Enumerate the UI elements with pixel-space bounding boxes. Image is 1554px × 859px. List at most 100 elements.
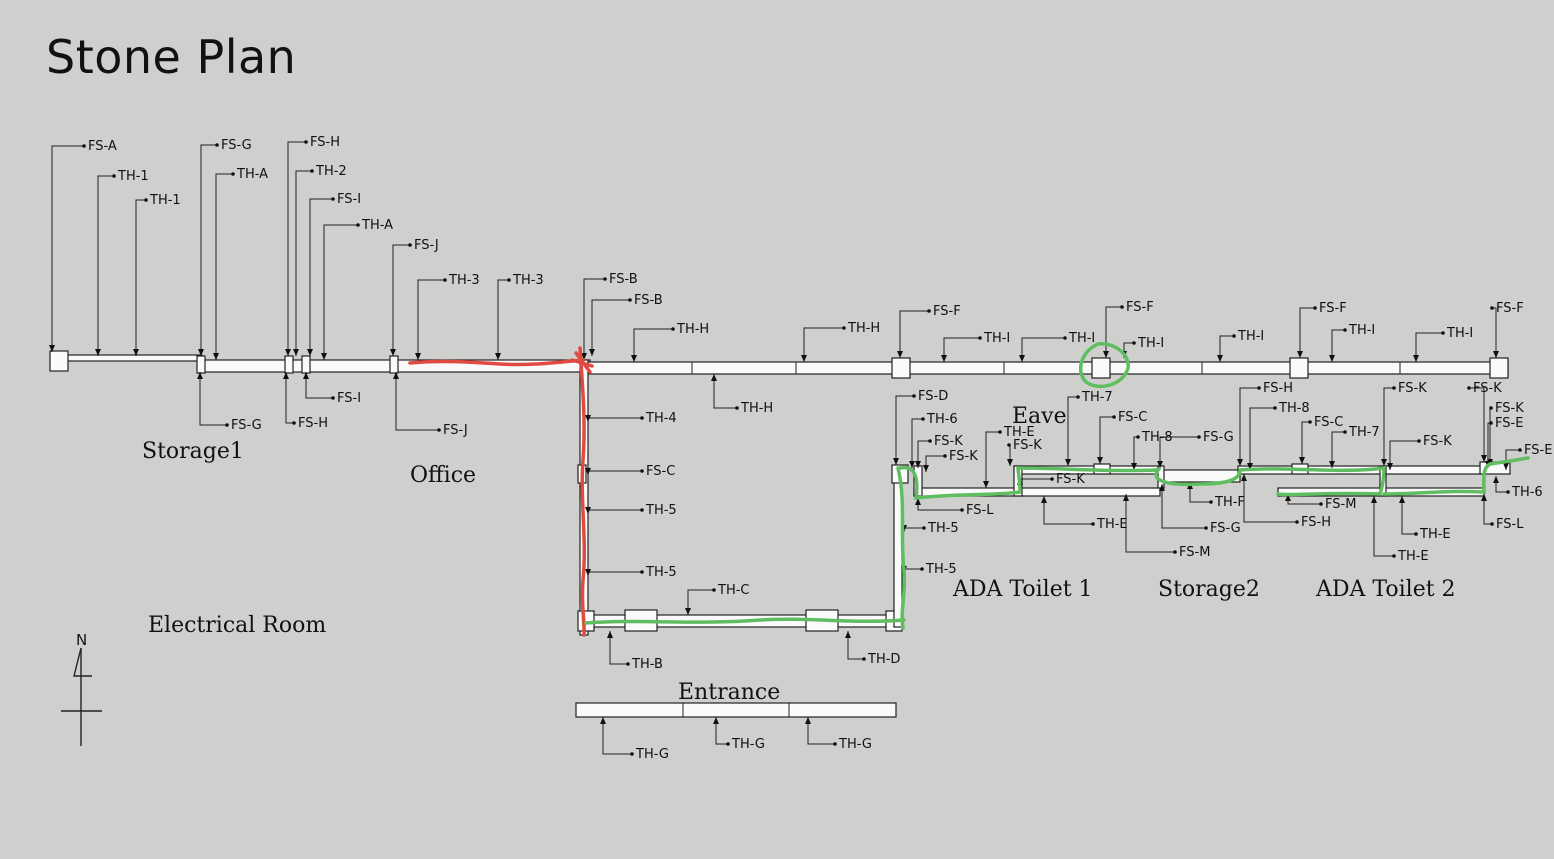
leader-arrow-icon	[213, 353, 219, 360]
tag-label: FS-K	[1423, 434, 1452, 449]
tag-label: FS-K	[949, 449, 978, 464]
leader-dot	[1120, 305, 1124, 309]
leader-dot	[735, 406, 739, 410]
leader-arrow-icon	[685, 608, 691, 615]
leader-arrow-icon	[307, 349, 313, 356]
leader-arrow-icon	[283, 372, 289, 379]
leader-line	[1239, 387, 1259, 466]
leader-dot	[1007, 443, 1011, 447]
tag-label: FS-F	[1496, 301, 1524, 316]
tag-label: FS-A	[88, 139, 117, 154]
leader-dot	[1232, 334, 1236, 338]
tag-label: TH-I	[1237, 329, 1264, 344]
leader-arrow-icon	[585, 569, 591, 576]
leader-line	[1043, 496, 1093, 525]
leader-dot	[1490, 522, 1494, 526]
tag-label: FS-H	[1301, 515, 1331, 530]
leader-line	[713, 374, 737, 409]
leader-dot	[310, 169, 314, 173]
tag-label: FS-C	[1314, 415, 1343, 430]
leader-line	[591, 299, 630, 356]
column-2	[1091, 357, 1111, 379]
tag-label: FS-F	[1319, 301, 1347, 316]
leader-arrow-icon	[393, 372, 399, 379]
leader-line	[497, 279, 509, 360]
tag-label: TH-7	[1348, 425, 1380, 440]
leader-line	[1067, 396, 1078, 466]
leader-arrow-icon	[909, 461, 915, 468]
leader-dot	[978, 336, 982, 340]
leader-arrow-icon	[1387, 463, 1393, 470]
leader-line	[1243, 474, 1297, 523]
tag-label: TH-I	[1068, 331, 1095, 346]
red-markup-corner	[570, 351, 594, 374]
leader-arrow-icon	[845, 631, 851, 638]
leader-line	[1099, 416, 1114, 464]
column-1	[891, 357, 911, 379]
tag-label: TH-E	[1096, 517, 1128, 532]
leader-line	[97, 175, 114, 356]
leader-dot	[960, 508, 964, 512]
leader-line	[807, 717, 835, 745]
leader-dot	[1136, 435, 1140, 439]
leader-dot	[1173, 550, 1177, 554]
tag-label: TH-8	[1141, 430, 1173, 445]
leader-dot	[640, 570, 644, 574]
tag-label: FS-K	[1013, 438, 1042, 453]
leader-dot	[1489, 406, 1493, 410]
north-arrow-icon: N	[61, 631, 102, 746]
leader-dot	[927, 309, 931, 313]
tag-label: TH-H	[847, 321, 880, 336]
leader-line	[1299, 307, 1315, 358]
leader-dot	[331, 396, 335, 400]
tag-label: FS-K	[934, 434, 963, 449]
tag-label: FS-M	[1179, 545, 1210, 560]
tag-label: TH-I	[1446, 326, 1473, 341]
leader-line	[917, 498, 962, 511]
tag-label: TH-5	[927, 521, 959, 536]
leader-line	[1159, 436, 1199, 468]
leader-line	[135, 199, 146, 356]
leader-line	[1383, 387, 1394, 466]
leader-arrow-icon	[589, 349, 595, 356]
leader-dot	[626, 662, 630, 666]
leader-dot	[1392, 554, 1396, 558]
leader-line	[1125, 494, 1175, 553]
leader-dot	[1091, 522, 1095, 526]
leader-line	[943, 337, 980, 362]
leader-dot	[1112, 415, 1116, 419]
tag-label: FS-B	[634, 293, 663, 308]
tag-label: FS-L	[1496, 517, 1524, 532]
room-label-eave: Eave	[1012, 404, 1067, 429]
leader-dot	[921, 417, 925, 421]
tag-label: TH-6	[926, 412, 958, 427]
leader-line	[417, 279, 445, 360]
leader-line	[911, 418, 923, 468]
red-markup-vertical-line	[578, 346, 586, 637]
green-markup	[584, 342, 1530, 630]
room-label-storage1: Storage1	[142, 439, 244, 464]
room-label-entrance: Entrance	[678, 680, 780, 705]
tag-label: FS-H	[1263, 381, 1293, 396]
leader-dot	[1076, 395, 1080, 399]
tag-label: TH-8	[1278, 401, 1310, 416]
leader-line	[295, 170, 312, 356]
leader-line	[1401, 496, 1416, 535]
leader-line	[903, 527, 924, 532]
leader-dot	[628, 298, 632, 302]
leader-dot	[1518, 448, 1522, 452]
leader-arrow-icon	[585, 415, 591, 422]
leader-arrow-icon	[983, 481, 989, 488]
north-label: N	[76, 631, 87, 649]
tag-label: FS-J	[414, 238, 439, 253]
leader-dot	[1417, 439, 1421, 443]
leader-dot	[1392, 386, 1396, 390]
tag-label: TH-G	[838, 737, 872, 752]
leader-arrow-icon	[95, 349, 101, 356]
leader-arrow-icon	[897, 351, 903, 358]
leader-dot	[82, 144, 86, 148]
tag-label: FS-F	[1126, 300, 1154, 315]
leader-dot	[1204, 526, 1208, 530]
tag-label: TH-A	[236, 167, 268, 182]
tag-label: TH-I	[983, 331, 1010, 346]
